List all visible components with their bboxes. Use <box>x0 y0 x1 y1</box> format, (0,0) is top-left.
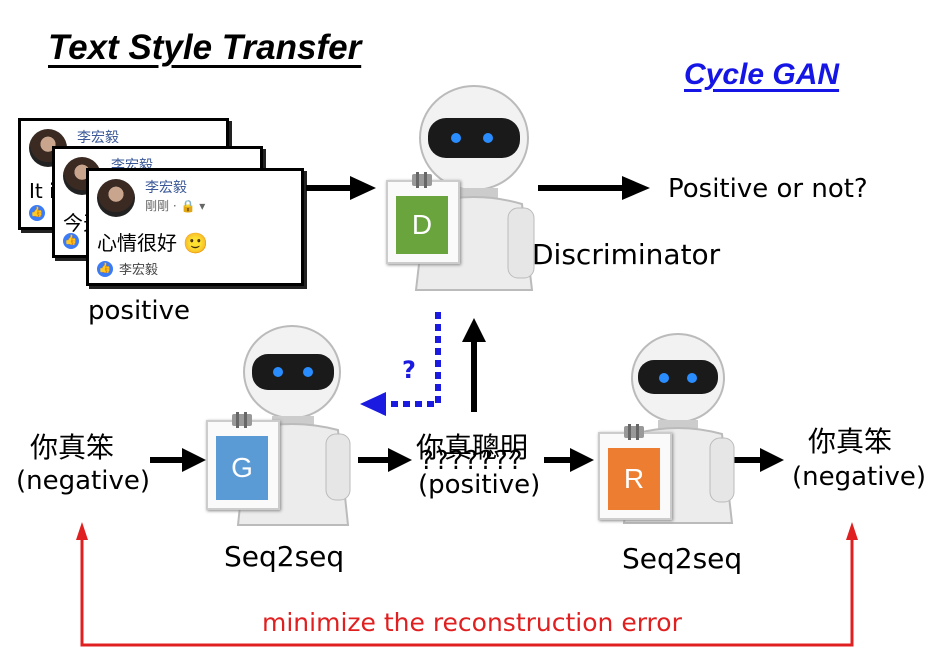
post-author: 李宏毅 <box>145 180 187 196</box>
thumbs-up-icon: 👍 <box>97 261 113 277</box>
cards-label: positive <box>88 296 190 326</box>
reconstructor-label: Seq2seq <box>622 542 743 575</box>
discriminator-tag: D <box>386 172 460 264</box>
arrow-head <box>182 448 206 472</box>
middle-text: 你真聰明 <box>416 431 529 464</box>
thumbs-up-icon: 👍 <box>63 233 79 249</box>
arrow-head <box>76 522 88 540</box>
output2-label: (negative) <box>792 462 926 492</box>
post-meta: 剛剛 · 🔒 ▾ <box>145 199 206 213</box>
question-mark: ? <box>402 356 416 384</box>
dotted-feedback-line <box>384 312 441 407</box>
discriminator-letter: D <box>396 196 448 254</box>
binder-clip-icon <box>412 172 432 188</box>
post-text: It i <box>29 179 55 203</box>
arrow-head <box>760 448 784 472</box>
arrow-head <box>462 318 486 342</box>
arrow-head <box>846 522 858 540</box>
reconstruction-loop <box>80 536 854 647</box>
generator-letter: G <box>216 436 268 500</box>
post-liker: 李宏毅 <box>119 263 159 278</box>
post-author: 李宏毅 <box>77 130 119 146</box>
arrow-head <box>350 176 376 200</box>
arrow-head <box>622 176 650 200</box>
thumbs-up-icon: 👍 <box>29 205 45 221</box>
reconstructor-letter: R <box>608 448 660 510</box>
diagram-title: Text Style Transfer <box>48 28 362 67</box>
post-text: 心情很好 🙂 <box>97 231 209 255</box>
arrow-head <box>360 392 386 416</box>
arrow-head <box>388 448 412 472</box>
arrow-head <box>570 448 594 472</box>
loss-label: minimize the reconstruction error <box>262 608 682 637</box>
input-text: 你真笨 <box>30 431 115 464</box>
input-label: (negative) <box>16 466 150 496</box>
output-label: Positive or not? <box>668 174 868 204</box>
middle-label: (positive) <box>418 470 541 500</box>
output2-text: 你真笨 <box>808 425 893 458</box>
diagram-subtitle: Cycle GAN <box>684 58 840 91</box>
binder-clip-icon <box>624 424 644 440</box>
reconstructor-tag: R <box>598 424 672 520</box>
generator-tag: G <box>206 412 280 510</box>
generator-label: Seq2seq <box>224 540 345 573</box>
binder-clip-icon <box>232 412 252 428</box>
discriminator-label: Discriminator <box>532 238 721 271</box>
post-card-front: 李宏毅 剛剛 · 🔒 ▾ 心情很好 🙂 👍 李宏毅 <box>86 168 304 286</box>
avatar <box>97 179 135 217</box>
middle-overlay: ??????? <box>420 446 524 476</box>
